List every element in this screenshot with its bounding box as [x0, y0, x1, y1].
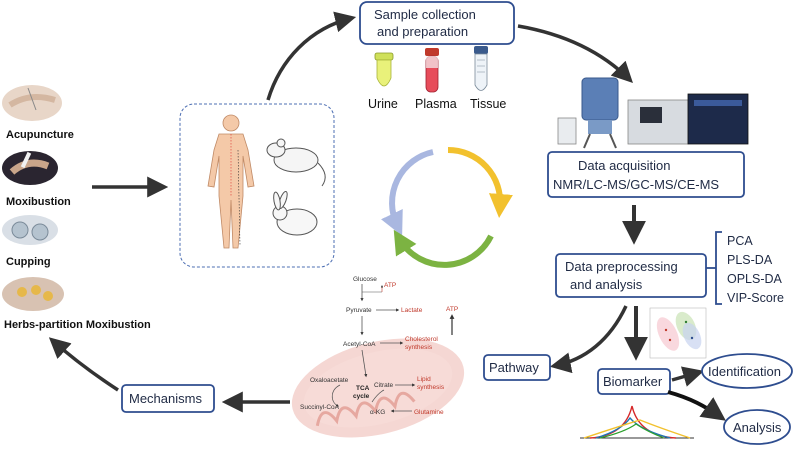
pathway-box — [483, 354, 551, 381]
scores-plot-icon — [649, 307, 707, 359]
therapy-herbs-partition: Herbs-partition Moxibustion — [4, 319, 151, 331]
identification-ellipse — [701, 353, 793, 389]
analysis-label: Analysis — [733, 420, 782, 435]
tca-cholesterol-1: Cholesterol — [405, 336, 438, 343]
biomarker-box — [597, 368, 671, 395]
therapy-cupping: Cupping — [6, 256, 51, 268]
arrow-subjects-to-sample — [266, 11, 357, 101]
mechanisms-box — [121, 384, 215, 413]
sample-urine-label: Urine — [368, 97, 398, 111]
data-acquisition-box — [547, 151, 745, 198]
tca-citrate: Citrate — [374, 382, 394, 389]
methods-bracket — [715, 231, 722, 305]
identification-label: Identification — [708, 364, 781, 379]
peaks-icon — [580, 405, 694, 439]
acupuncture-image — [2, 85, 62, 121]
sample-label-line1: Sample collection — [374, 7, 476, 22]
tca-lipid-2: synthesis — [417, 384, 445, 391]
pathway-label: Pathway — [489, 360, 539, 375]
tca-oxaloacetate: Oxaloacetate — [310, 377, 349, 384]
method-vip-score: VIP-Score — [727, 291, 784, 305]
tca-glucose: Glucose — [353, 276, 377, 283]
acquisition-label-line1: Data acquisition — [578, 158, 671, 173]
sample-label-line2: and preparation — [377, 24, 468, 39]
acquisition-label-line2: NMR/LC-MS/GC-MS/CE-MS — [553, 177, 719, 192]
arrow-biomarker-to-analysis — [667, 390, 726, 421]
urine-tube-icon — [374, 52, 394, 87]
tca-lipid-1: Lipid — [417, 376, 431, 383]
mitochondria-icon — [291, 338, 465, 438]
arrow-biomarker-to-identification — [671, 366, 705, 387]
analysis-ellipse — [723, 409, 791, 445]
rat-icon — [266, 138, 326, 187]
arrow-preprocessing-to-pathway — [549, 305, 628, 374]
sample-collection-box — [359, 1, 515, 45]
arrow-mechanisms-to-therapies — [48, 337, 119, 392]
mechanisms-label: Mechanisms — [129, 391, 202, 406]
human-figure-icon — [207, 114, 255, 249]
sample-plasma-label: Plasma — [415, 97, 457, 111]
tca-cycle-2: cycle — [353, 393, 370, 400]
cupping-image — [2, 215, 58, 245]
preprocessing-label-line2: and analysis — [570, 277, 643, 292]
tca-acetyl-coa: Acetyl-CoA — [343, 341, 376, 348]
tca-pyruvate: Pyruvate — [346, 307, 372, 314]
tca-lactate: Lactate — [401, 307, 423, 314]
ms-instrument-icon — [627, 93, 749, 145]
biomarker-label: Biomarker — [603, 374, 663, 389]
tca-atp-2: ATP — [446, 306, 458, 313]
plasma-tube-icon — [425, 48, 439, 93]
arrow-sample-to-acquisition — [517, 24, 633, 83]
subjects-box — [179, 103, 335, 268]
moxibustion-image — [2, 151, 58, 185]
method-opls-da: OPLS-DA — [727, 272, 783, 286]
tca-atp-1: ATP — [384, 282, 396, 289]
tca-pathway: Glucose ATP Pyruvate Lactate Acetyl-CoA … — [300, 276, 458, 416]
preprocessing-box — [555, 253, 707, 298]
sample-tissue-label: Tissue — [470, 97, 506, 111]
tca-succinyl-coa: Succinyl-CoA — [300, 404, 340, 411]
tissue-tube-icon — [474, 46, 488, 91]
therapy-acupuncture: Acupuncture — [6, 129, 74, 141]
preprocessing-label-line1: Data preprocessing — [565, 259, 678, 274]
method-pca: PCA — [727, 234, 753, 248]
rabbit-icon — [272, 190, 318, 236]
nmr-instrument-icon — [557, 77, 619, 149]
cycle-icon — [381, 146, 513, 268]
tca-akg: α-KG — [370, 409, 385, 416]
method-pls-da: PLS-DA — [727, 253, 773, 267]
tca-cholesterol-2: synthesis — [405, 344, 433, 351]
tca-cycle-1: TCA — [356, 385, 370, 392]
herbs-moxibustion-image — [2, 277, 64, 311]
therapy-moxibustion: Moxibustion — [6, 196, 71, 208]
tca-glutamine: Glutamine — [414, 409, 444, 416]
